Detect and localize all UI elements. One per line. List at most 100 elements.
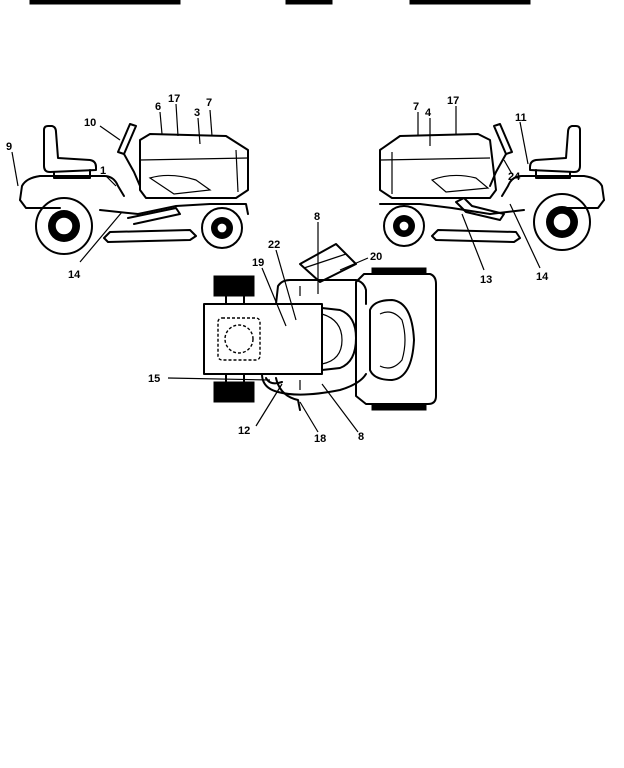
right-rear-hub	[552, 212, 572, 232]
right-steering-column	[489, 153, 507, 187]
callout-label: 8	[358, 431, 364, 443]
top-steering-wheel	[299, 243, 357, 283]
left-frame	[99, 203, 249, 215]
leader-6	[159, 111, 163, 135]
right-front-hub	[398, 220, 410, 232]
callout-label: 24	[508, 171, 521, 183]
right-front-wheel	[383, 205, 425, 247]
left-deck-lift	[127, 207, 181, 225]
top-front-tire-lower	[371, 403, 427, 411]
left-tractor-leaders	[11, 103, 213, 263]
top-console-inner	[321, 313, 343, 365]
leader-13	[461, 213, 485, 271]
right-footrest	[565, 199, 605, 209]
callout-label: 8	[314, 211, 320, 223]
leader-15	[167, 377, 271, 381]
right-mower-deck	[431, 229, 521, 243]
left-front-wheel	[201, 207, 243, 249]
callout-label: 14	[68, 269, 81, 281]
top-rear-axle-lower	[225, 373, 245, 383]
callout-label: 4	[425, 107, 432, 119]
top-hood-dome	[369, 299, 415, 381]
callout-label: 3	[194, 107, 200, 119]
right-tractor-leaders	[417, 106, 541, 271]
left-tractor-labels: 9 10 1 6 17 3 7 14	[6, 93, 212, 281]
top-hood	[355, 273, 437, 405]
top-rear-tire-lower	[213, 381, 255, 403]
top-view-labels: 8 22 20 19 15 12 18 8	[148, 211, 382, 445]
left-hood-edge	[235, 149, 239, 193]
left-steering-column	[123, 153, 141, 187]
callout-label: 13	[480, 274, 492, 286]
leader-12	[255, 383, 283, 427]
callout-label: 11	[515, 112, 527, 124]
right-hood-grille	[379, 157, 491, 161]
top-seat-center	[224, 324, 254, 354]
callout-label: 17	[447, 95, 459, 107]
top-seat-outline	[217, 317, 261, 361]
top-rear-tire-upper	[213, 275, 255, 297]
top-fender-upper	[275, 279, 367, 305]
callout-label: 1	[100, 165, 106, 177]
callout-label: 20	[370, 251, 382, 263]
left-rear-hub	[54, 216, 74, 236]
leader-14r	[509, 203, 541, 269]
leader-11	[519, 121, 529, 165]
leader-24	[503, 159, 513, 175]
leader-19	[261, 267, 287, 327]
leader-3	[197, 117, 201, 145]
top-lift-arc	[265, 377, 283, 385]
callout-label: 9	[6, 141, 12, 153]
leader-1	[105, 175, 117, 187]
top-rear-axle-upper	[225, 295, 245, 305]
leader-10	[99, 125, 121, 141]
callout-label: 12	[238, 425, 250, 437]
leader-17	[175, 103, 179, 137]
top-seat-box	[203, 303, 323, 375]
left-rear-fender	[19, 175, 125, 201]
top-hood-dome-inner	[379, 311, 406, 369]
right-hood-vent	[430, 174, 490, 193]
leader-14	[79, 211, 123, 263]
leader-7	[209, 109, 213, 137]
callout-label: 15	[148, 373, 160, 385]
right-rear-fender	[501, 175, 605, 201]
callout-label: 7	[413, 101, 419, 113]
left-hood-vent	[148, 174, 212, 195]
header-strip	[29, 0, 531, 5]
left-steering-wheel	[117, 123, 137, 155]
header-right-fragment	[409, 0, 531, 5]
left-hood	[139, 133, 249, 199]
top-view-leaders	[167, 222, 369, 433]
right-tractor-labels: 7 4 17 11 24 13 14	[413, 95, 549, 286]
leader-8-bottom	[321, 383, 359, 433]
callout-label: 6	[155, 101, 161, 113]
left-front-hub	[216, 222, 228, 234]
callout-label: 10	[84, 117, 96, 129]
right-tractor-side-view	[379, 123, 605, 251]
left-rear-wheel	[35, 197, 93, 255]
left-mower-deck	[103, 229, 197, 243]
callout-label: 18	[314, 433, 326, 445]
leader-22	[275, 249, 297, 321]
left-seat	[43, 125, 97, 173]
leader-9	[11, 151, 19, 187]
top-lift-lever	[275, 377, 301, 411]
left-hood-grille	[139, 157, 249, 161]
right-seat	[529, 125, 581, 173]
right-deck-lift	[455, 197, 505, 221]
left-tractor-side-view	[19, 123, 249, 255]
left-footrest	[19, 199, 61, 209]
leader-18	[299, 401, 319, 433]
right-hood	[379, 133, 497, 199]
header-left-fragment	[29, 0, 181, 5]
callout-label: 14	[536, 271, 549, 283]
tractor-top-view	[203, 243, 437, 411]
right-steering-wheel	[493, 123, 513, 155]
top-steering-spoke	[303, 253, 347, 269]
callout-label: 22	[268, 239, 280, 251]
callout-label: 7	[206, 97, 212, 109]
top-front-tire-upper	[371, 267, 427, 275]
leader-20	[339, 257, 369, 271]
